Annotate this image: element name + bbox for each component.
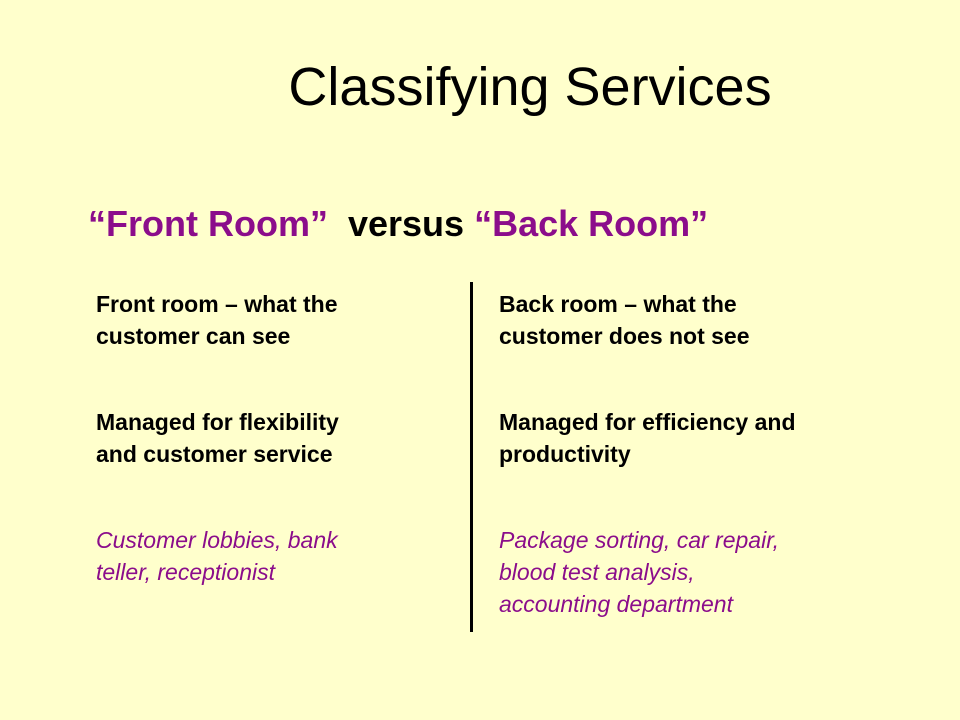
text-line: Front room – what the bbox=[96, 291, 338, 317]
front-room-examples: Customer lobbies, bank teller, reception… bbox=[96, 524, 339, 588]
text-line: customer can see bbox=[96, 323, 291, 349]
slide-subtitle: “Front Room” versus “Back Room” bbox=[88, 204, 708, 244]
back-room-definition: Back room – what the customer does not s… bbox=[499, 288, 796, 352]
front-room-definition: Front room – what the customer can see bbox=[96, 288, 339, 352]
slide-title: Classifying Services bbox=[288, 57, 772, 117]
text-line: and customer service bbox=[96, 441, 333, 467]
front-room-heading: “Front Room” bbox=[88, 203, 328, 244]
back-room-management: Managed for efficiency and productivity bbox=[499, 406, 796, 470]
text-line: teller, receptionist bbox=[96, 559, 275, 585]
text-line: Package sorting, car repair, bbox=[499, 527, 779, 553]
text-line: productivity bbox=[499, 441, 631, 467]
text-line: accounting department bbox=[499, 591, 733, 617]
text-line: blood test analysis, bbox=[499, 559, 695, 585]
back-room-heading: “Back Room” bbox=[474, 203, 709, 244]
front-room-management: Managed for flexibility and customer ser… bbox=[96, 406, 339, 470]
versus-word: versus bbox=[347, 203, 465, 244]
column-divider bbox=[470, 282, 473, 632]
text-line: Customer lobbies, bank bbox=[96, 527, 338, 553]
text-line: Managed for efficiency and bbox=[499, 409, 796, 435]
back-room-column: Back room – what the customer does not s… bbox=[499, 288, 796, 674]
text-line: Back room – what the bbox=[499, 291, 737, 317]
text-line: Managed for flexibility bbox=[96, 409, 339, 435]
front-room-column: Front room – what the customer can see M… bbox=[96, 288, 339, 642]
text-line: customer does not see bbox=[499, 323, 750, 349]
back-room-examples: Package sorting, car repair, blood test … bbox=[499, 524, 796, 620]
